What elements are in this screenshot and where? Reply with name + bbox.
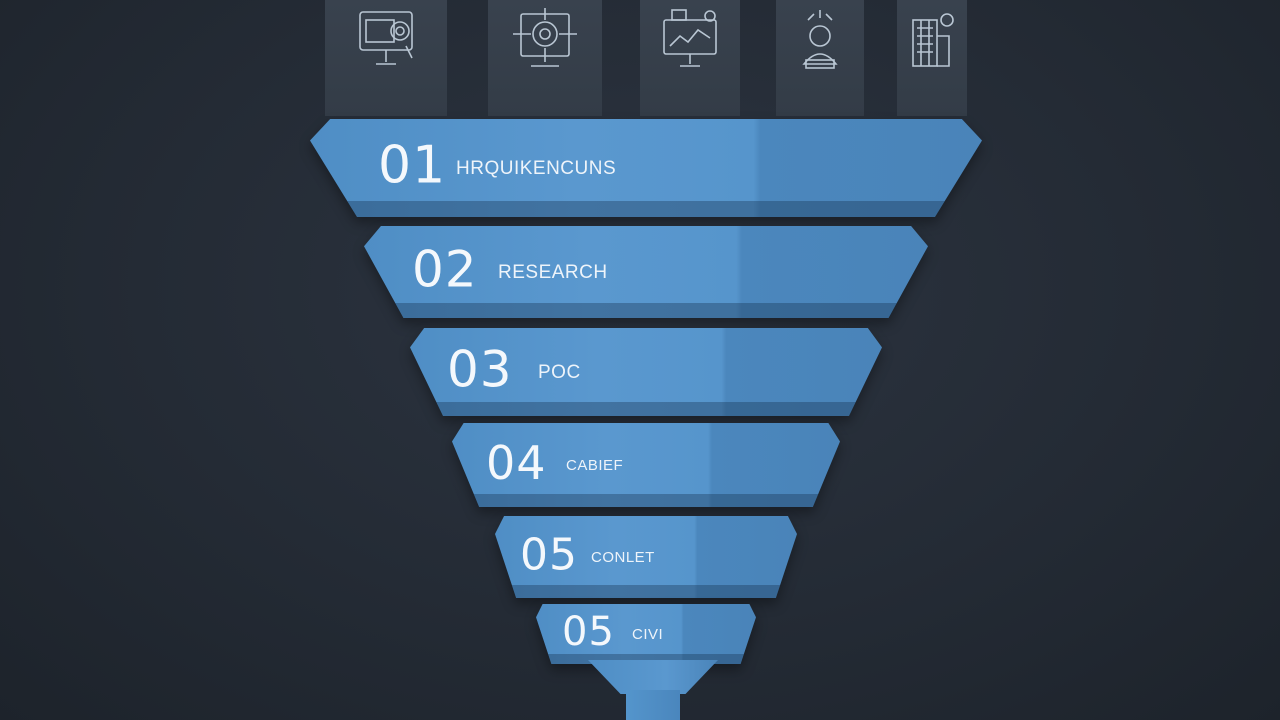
funnel-neck — [588, 660, 718, 694]
stage-label: CABIEF — [566, 457, 624, 475]
stage-label: RESEARCH — [498, 261, 608, 283]
stage-number: 02 — [412, 240, 478, 299]
monitor-icon — [359, 11, 413, 65]
target-icon — [513, 8, 577, 67]
stage-label: HRQUIKENCUNS — [456, 157, 617, 179]
icon-tile-4 — [776, 0, 864, 116]
stage-number: 04 — [486, 435, 547, 490]
icon-tile-5 — [897, 0, 967, 116]
stage-label: CIVI — [632, 626, 664, 644]
stage-number: 05 — [520, 529, 578, 581]
funnel-stage-5: 05 CONLET — [495, 516, 797, 598]
building-icon — [912, 13, 954, 67]
stage-number: 03 — [447, 340, 513, 399]
funnel-stage-3: 03 POC — [410, 328, 882, 416]
funnel-spout — [626, 690, 680, 720]
user-idea-icon — [802, 10, 838, 69]
stage-label: POC — [538, 361, 581, 383]
stage-number: 01 — [378, 135, 447, 196]
stage-label: CONLET — [591, 549, 655, 567]
stage-number: 05 — [562, 609, 615, 656]
icon-tile-1 — [325, 0, 447, 116]
icon-tile-3 — [640, 0, 740, 116]
icon-tile-2 — [488, 0, 602, 116]
dashboard-icon — [663, 9, 717, 67]
funnel-stage-6: 05 CIVI — [536, 604, 756, 664]
funnel-stage-1: 01 HRQUIKENCUNS — [310, 119, 982, 217]
funnel-stage-2: 02 RESEARCH — [364, 226, 928, 318]
funnel-stage-4: 04 CABIEF — [452, 423, 840, 507]
